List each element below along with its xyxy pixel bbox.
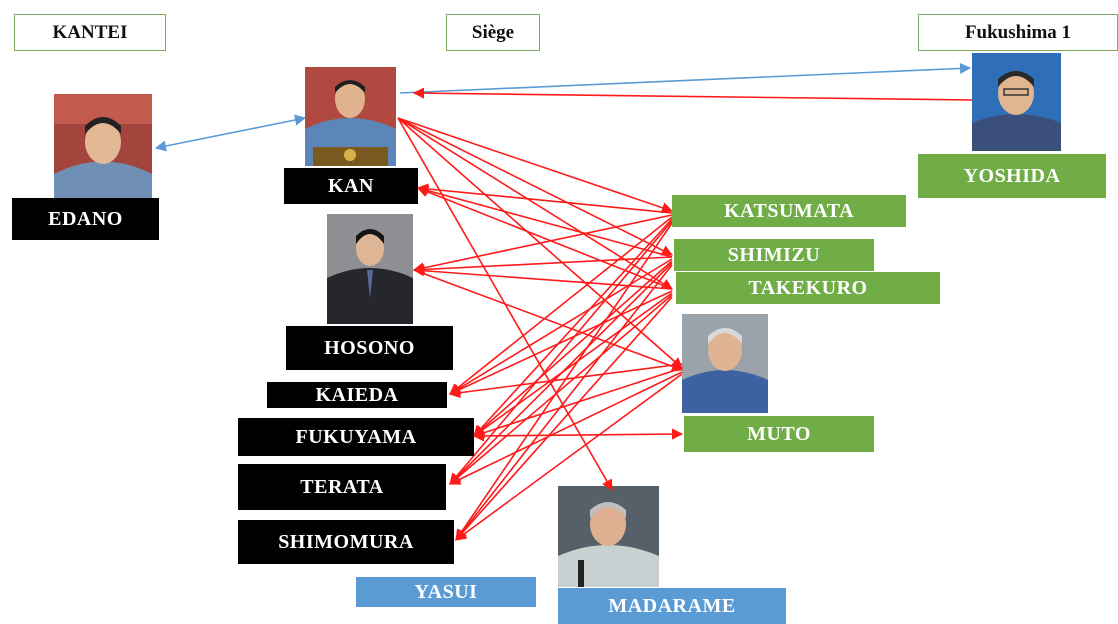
siege-header: Siège: [446, 14, 540, 51]
label-yoshida: YOSHIDA: [918, 154, 1106, 198]
link-yoshida-kan: [399, 62, 972, 94]
madarame-photo-icon: [558, 486, 659, 587]
link-edano-kan: [154, 114, 307, 152]
fukushima-header: Fukushima 1: [918, 14, 1118, 51]
label-muto: MUTO: [684, 416, 874, 452]
kan-photo-icon: [305, 67, 396, 166]
label-katsumata: KATSUMATA: [672, 195, 906, 227]
link-yoshida-kan-red: [412, 87, 973, 101]
label-kan: KAN: [284, 168, 418, 204]
edano-photo-icon: [54, 94, 152, 198]
kantei-header: KANTEI: [14, 14, 166, 51]
label-terata: TERATA: [238, 464, 446, 510]
label-kaieda: KAIEDA: [267, 382, 447, 408]
label-yasui: YASUI: [356, 577, 536, 607]
label-shimomura: SHIMOMURA: [238, 520, 454, 564]
hosono-photo-icon: [327, 214, 413, 324]
label-madarame: MADARAME: [558, 588, 786, 624]
label-fukuyama: FUKUYAMA: [238, 418, 474, 456]
yoshida-photo-icon: [972, 53, 1061, 151]
muto-photo-icon: [682, 314, 768, 413]
label-shimizu: SHIMIZU: [674, 239, 874, 271]
label-takekuro: TAKEKURO: [676, 272, 940, 304]
label-hosono: HOSONO: [286, 326, 453, 370]
label-edano: EDANO: [12, 198, 159, 240]
